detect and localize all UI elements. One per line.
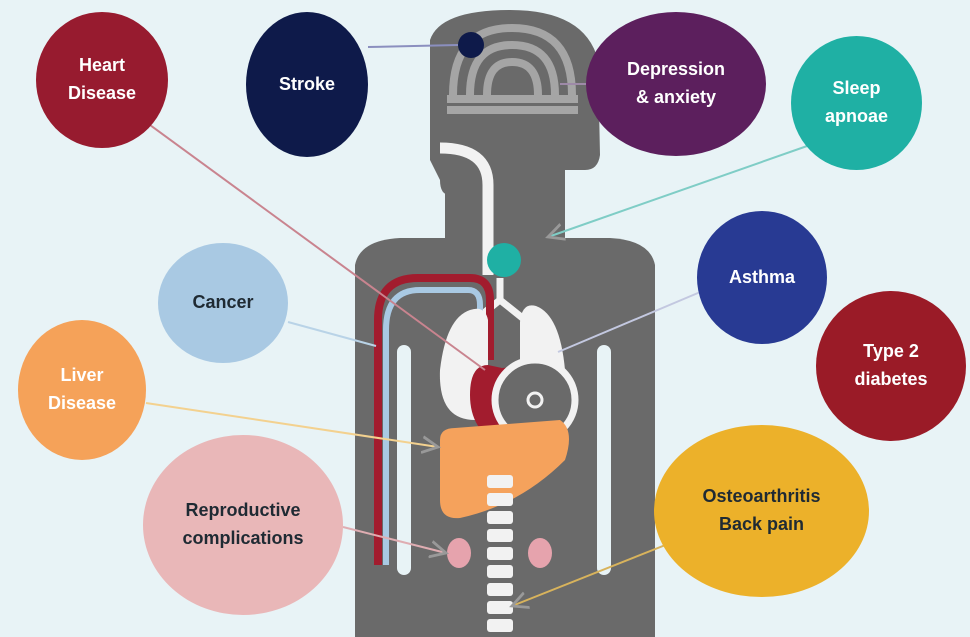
cancer-label: Cancer bbox=[192, 289, 253, 317]
type2-diabetes-bubble: Type 2 diabetes bbox=[816, 291, 966, 441]
osteoarthritis-label: Osteoarthritis Back pain bbox=[702, 483, 820, 539]
neck bbox=[445, 170, 565, 245]
reproductive-label: Reproductive complications bbox=[182, 497, 303, 553]
stroke-label: Stroke bbox=[279, 71, 335, 99]
liver-disease-label: Liver Disease bbox=[48, 362, 116, 418]
type2-diabetes-label: Type 2 diabetes bbox=[854, 338, 927, 394]
asthma-bubble: Asthma bbox=[697, 211, 827, 344]
depression-bubble: Depression & anxiety bbox=[586, 12, 766, 156]
liver-disease-bubble: Liver Disease bbox=[18, 320, 146, 460]
depression-label: Depression & anxiety bbox=[627, 56, 725, 112]
heart-disease-label: Heart Disease bbox=[68, 52, 136, 108]
left-ovary bbox=[447, 538, 471, 568]
asthma-label: Asthma bbox=[729, 264, 795, 292]
heart-disease-bubble: Heart Disease bbox=[36, 12, 168, 148]
thyroid bbox=[487, 243, 521, 277]
sleep-apnoea-label: Sleep apnoae bbox=[825, 75, 888, 131]
osteoarthritis-bubble: Osteoarthritis Back pain bbox=[654, 425, 869, 597]
sleep-apnoea-bubble: Sleep apnoae bbox=[791, 36, 922, 170]
spine bbox=[487, 475, 513, 632]
right-ovary bbox=[528, 538, 552, 568]
stroke-spot bbox=[458, 32, 484, 58]
reproductive-bubble: Reproductive complications bbox=[143, 435, 343, 615]
cancer-bubble: Cancer bbox=[158, 243, 288, 363]
stroke-bubble: Stroke bbox=[246, 12, 368, 157]
